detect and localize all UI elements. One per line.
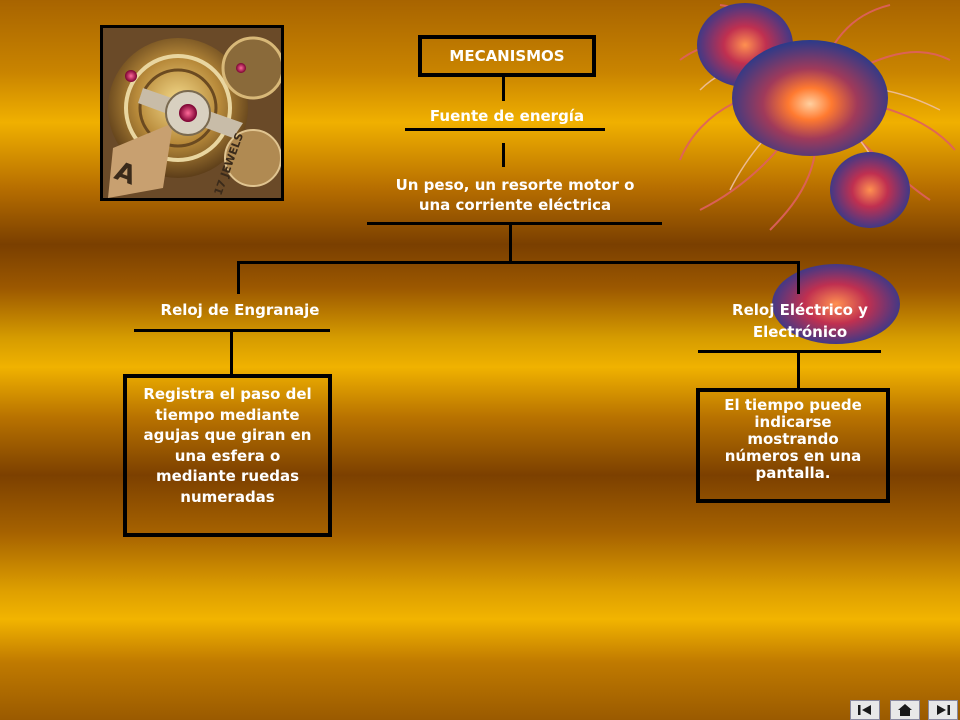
connector-trunk	[509, 225, 512, 262]
root-node-box: MECANISMOS	[418, 35, 596, 77]
connector-right-branch	[797, 261, 800, 294]
electric-clock-line2: Electrónico	[752, 323, 848, 341]
energy-source-label: Fuente de energía	[429, 107, 585, 125]
energy-types-line1: Un peso, un resorte motor o	[395, 176, 635, 194]
energy-types-line2: una corriente eléctrica	[418, 196, 612, 214]
electric-clock-underline	[698, 350, 881, 353]
electric-clock-description-box: El tiempo puede indicarse mostrando núme…	[696, 388, 890, 503]
orb-decoration	[772, 264, 900, 344]
connector-root-to-energy	[502, 77, 505, 101]
skip-back-icon	[858, 705, 871, 715]
electric-clock-line1: Reloj Eléctrico y	[732, 301, 868, 319]
root-node-label: MECANISMOS	[449, 47, 565, 65]
fireworks-decoration	[679, 3, 956, 231]
energy-types-underline	[367, 222, 662, 225]
energy-types-label: Un peso, un resorte motor o una corrient…	[360, 175, 670, 215]
connector-branch-bar	[237, 261, 800, 264]
first-slide-button[interactable]	[850, 700, 880, 720]
energy-source-underline	[405, 128, 605, 131]
home-icon	[898, 704, 912, 716]
gear-clock-label: Reloj de Engranaje	[160, 301, 320, 319]
electric-clock-description: El tiempo puede indicarse mostrando núme…	[724, 396, 862, 482]
connector-gear-clock-desc	[230, 330, 233, 374]
watch-mechanism-photo: A 17 JEWELS	[100, 25, 284, 201]
home-button[interactable]	[890, 700, 920, 720]
gear-clock-description: Registra el paso del tiempo mediante agu…	[143, 385, 312, 506]
connector-energy-to-sources	[502, 143, 505, 167]
last-slide-button[interactable]	[928, 700, 958, 720]
connector-left-branch	[237, 261, 240, 294]
electric-clock-label: Reloj Eléctrico y Electrónico	[690, 300, 910, 342]
skip-forward-icon	[937, 705, 950, 715]
gear-clock-description-box: Registra el paso del tiempo mediante agu…	[123, 374, 332, 537]
connector-electric-clock-desc	[797, 351, 800, 389]
